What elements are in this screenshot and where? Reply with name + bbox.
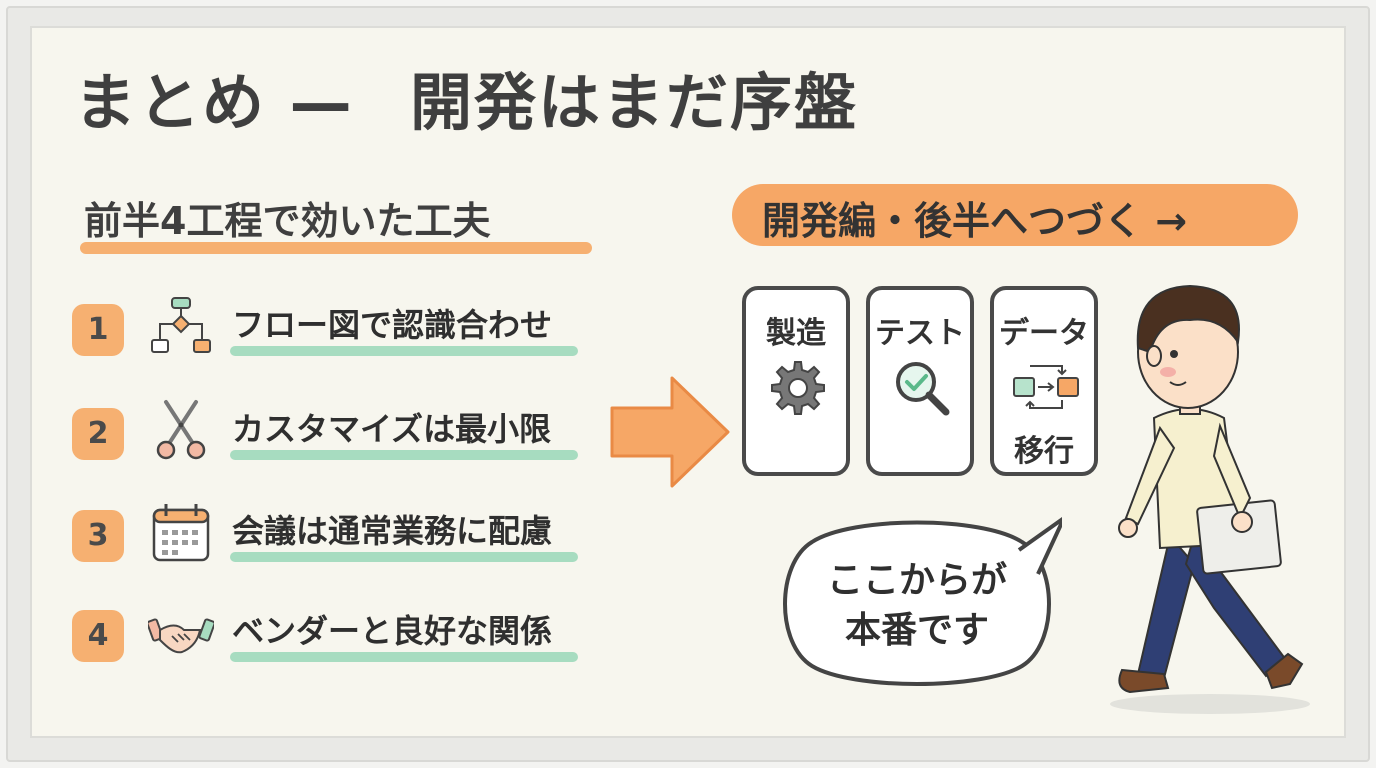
speech-bubble: [783, 516, 1062, 686]
handshake-icon: [148, 618, 214, 654]
phase-card-data-migration: データ 移行: [990, 286, 1098, 476]
speech-line-1: ここからが: [826, 560, 1007, 601]
title-main: 開発はまだ序盤: [410, 66, 859, 139]
gear-icon: [771, 361, 825, 415]
item-label: カスタマイズは最小限: [232, 410, 552, 448]
list-item: 4 ベンダーと良好な関係: [72, 600, 592, 670]
speech-text: ここからが 本番です: [790, 556, 1044, 656]
item-number: 4: [72, 610, 124, 662]
big-right-arrow-icon: [610, 376, 730, 488]
list-item: 3 会議は通常業務に配慮: [72, 500, 592, 570]
title-prefix: まとめ —: [74, 66, 354, 139]
card-title: テスト: [875, 316, 965, 351]
card-title: データ: [999, 316, 1089, 351]
whiteboard: [30, 26, 1346, 738]
continue-text: 開発編・後半へつづく →: [762, 199, 1188, 243]
item-number: 3: [72, 510, 124, 562]
page-title: まとめ — 開発はまだ序盤: [74, 52, 996, 148]
item-label: 会議は通常業務に配慮: [232, 512, 553, 550]
item-underline: [230, 552, 578, 562]
phase-card-manufacturing: 製造: [742, 286, 850, 476]
list-item: 2 カスタマイズは最小限: [72, 398, 592, 468]
continue-banner: [732, 184, 1298, 246]
walking-person-illustration: [1110, 284, 1310, 714]
speech-line-2: 本番です: [844, 610, 989, 651]
subtitle-underline: [80, 242, 592, 254]
item-underline: [230, 346, 578, 356]
item-underline: [230, 652, 578, 662]
calendar-icon: [152, 504, 210, 562]
item-label: ベンダーと良好な関係: [232, 612, 553, 650]
card-subtitle: 移行: [1014, 434, 1074, 469]
item-number: 2: [72, 408, 124, 460]
list-item: 1 フロー図で認識合わせ: [72, 294, 592, 364]
item-number: 1: [72, 304, 124, 356]
flowchart-icon: [151, 297, 211, 353]
item-underline: [230, 450, 578, 460]
section-heading: 前半4工程で効いた工夫: [84, 199, 491, 243]
phase-card-test: テスト: [866, 286, 974, 476]
scissors-icon: [156, 400, 206, 460]
magnifier-check-icon: [896, 362, 950, 416]
data-transfer-icon: [1013, 365, 1079, 409]
item-label: フロー図で認識合わせ: [232, 306, 553, 344]
card-title: 製造: [766, 316, 826, 351]
